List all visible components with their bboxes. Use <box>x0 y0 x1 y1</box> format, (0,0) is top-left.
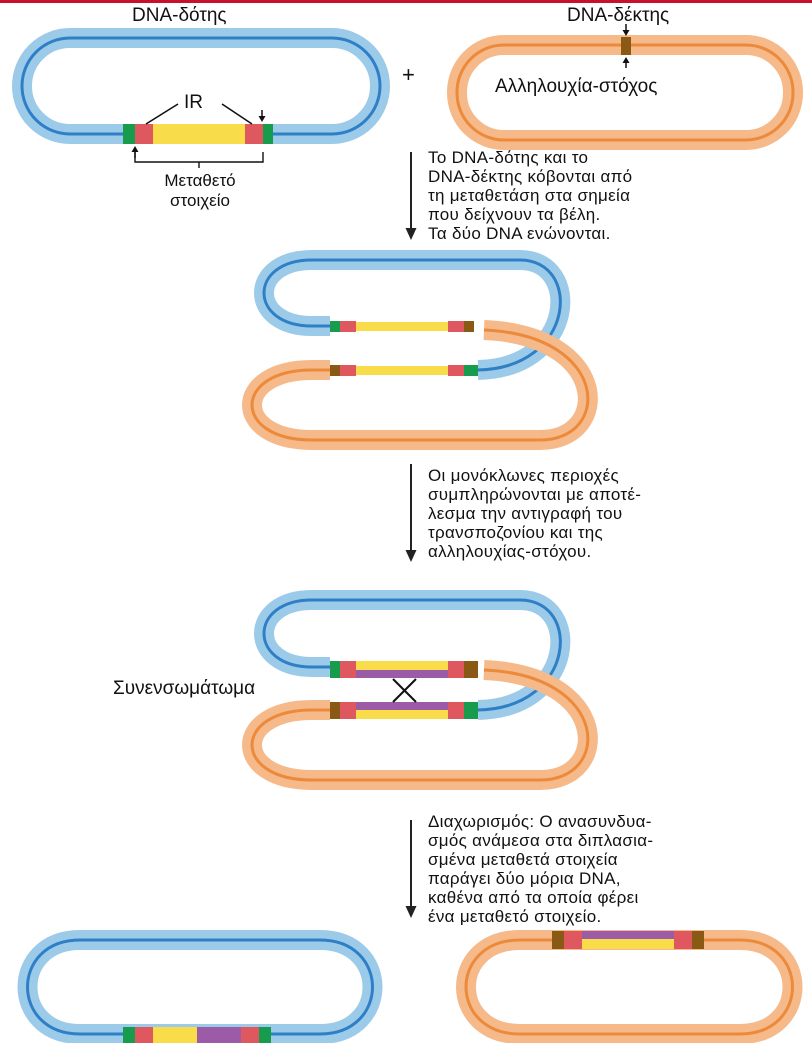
ir-pointer-left <box>145 103 179 125</box>
transposon-element <box>153 124 245 144</box>
inverted-repeat-left <box>340 321 356 332</box>
ir-label: IR <box>184 92 203 113</box>
target-site-block <box>692 931 704 949</box>
target-site-block <box>464 661 478 678</box>
donor-cut-site-left <box>330 661 340 678</box>
inverted-repeat-right <box>448 365 464 376</box>
donor-cut-site-left <box>123 124 135 144</box>
cointegrate-label: Συνενσωμάτωμα <box>113 678 256 699</box>
header-line <box>0 0 812 3</box>
replicated-transposon-strand <box>356 670 448 678</box>
target-site-block <box>330 365 340 376</box>
step-1-text: Το DNA-δότης και το DNA-δέκτης κόβονται … <box>428 148 633 243</box>
inverted-repeat-left <box>564 931 582 949</box>
target-title: DNA-δέκτης <box>567 5 670 26</box>
transposable-element-bracket <box>134 152 264 168</box>
target-site-label: Αλληλουχία-στόχος <box>495 76 658 97</box>
step-arrow-icon <box>405 152 417 240</box>
step-2-text: Οι μονόκλωνες περιοχές συμπληρώνονται με… <box>428 466 642 561</box>
inverted-repeat-right <box>241 1027 259 1043</box>
donor-plasmid <box>12 28 390 168</box>
transposon-element <box>582 939 630 949</box>
donor-cut-site-right <box>263 124 273 144</box>
donor-cut-site-left <box>330 321 340 332</box>
target-site-block <box>330 702 340 719</box>
inverted-repeat-left <box>135 1027 153 1043</box>
cointegrate-molecule <box>242 590 598 790</box>
donor-plasmid-outer <box>12 28 390 144</box>
donor-title: DNA-δότης <box>132 5 227 26</box>
transposon-element <box>356 710 448 719</box>
step-arrow-icon <box>405 464 417 562</box>
donor-strand <box>254 250 571 380</box>
cut-arrow-icon <box>622 57 630 68</box>
inverted-repeat-right <box>448 321 464 332</box>
replicated-transposon-strand <box>356 702 448 710</box>
replicated-transposon-strand <box>582 931 630 939</box>
step-3-text: Διαχωρισμός: Ο ανασυνδυα- σμός ανάμεσα σ… <box>428 812 654 926</box>
inverted-repeat-left <box>340 702 356 719</box>
inverted-repeat-left <box>135 124 153 144</box>
target-plasmid <box>447 24 803 150</box>
target-site-block <box>464 321 474 332</box>
inverted-repeat-right <box>674 931 692 949</box>
inverted-repeat-right <box>448 702 464 719</box>
donor-cut-site-right <box>464 365 478 376</box>
joined-molecules <box>242 250 598 450</box>
transposon-element <box>356 322 448 331</box>
inverted-repeat-left <box>340 661 356 678</box>
target-strand <box>242 320 598 450</box>
donor-cut-site-right <box>464 702 478 719</box>
transposable-element-label: Μεταθετό στοιχείο <box>164 171 236 210</box>
recombination-cross-icon <box>392 678 417 703</box>
cut-arrow-icon <box>622 24 630 36</box>
donor-strand <box>254 590 571 720</box>
replicated-transposon-strand <box>197 1027 241 1043</box>
transposon-element <box>356 661 448 670</box>
donor-cut-site-left <box>123 1027 135 1043</box>
transposon-element <box>356 366 448 375</box>
product-donor-plasmid <box>17 930 383 1043</box>
plus-sign: + <box>402 62 415 87</box>
product-target-plasmid <box>456 930 803 1043</box>
donor-cut-site-right <box>259 1027 271 1043</box>
step-arrow-icon <box>405 820 417 918</box>
inverted-repeat-left <box>340 365 356 376</box>
inverted-repeat-right <box>245 124 263 144</box>
cut-arrow-icon <box>258 110 266 122</box>
target-site-block <box>552 931 564 949</box>
transposon-element <box>153 1027 197 1043</box>
target-site-block <box>621 37 631 55</box>
target-strand <box>242 660 598 790</box>
ir-pointer-right <box>221 103 253 125</box>
inverted-repeat-right <box>448 661 464 678</box>
transposon-element <box>630 939 674 949</box>
replicated-transposon-strand <box>630 931 674 939</box>
donor-plasmid-inner <box>20 36 382 136</box>
